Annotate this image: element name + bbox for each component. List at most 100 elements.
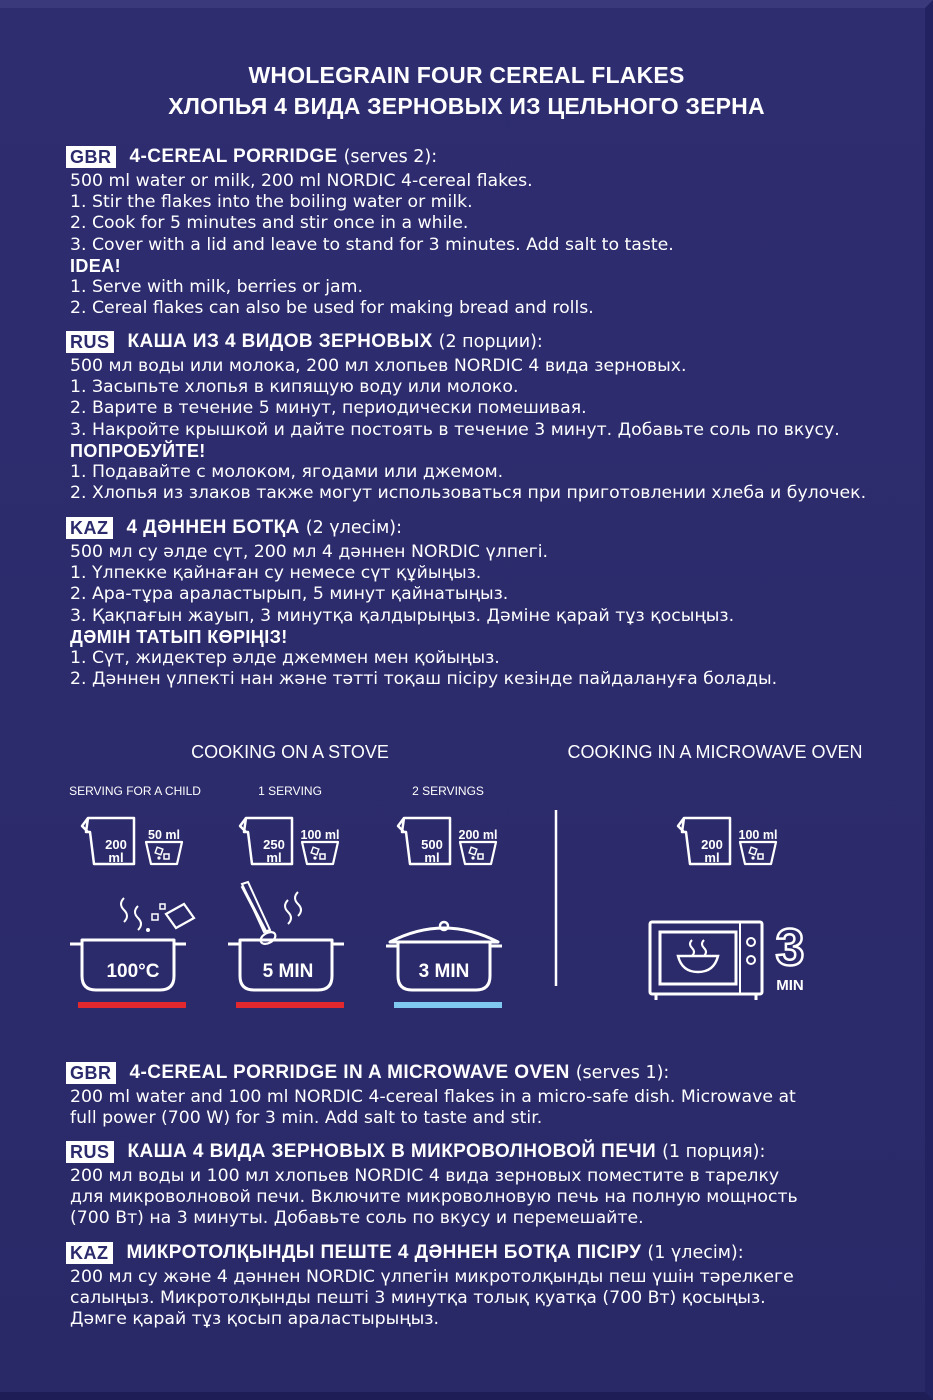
- recipe-gbr: GBR 4-CEREAL PORRIDGE (serves 2): 500 ml…: [66, 145, 896, 319]
- recipe-line: 200 мл су және 4 дәннен NORDIC үлпегін м…: [70, 1267, 794, 1287]
- step-time: 5 MIN: [263, 961, 314, 982]
- title-ru: ХЛОПЬЯ 4 ВИДА ЗЕРНОВЫХ ИЗ ЦЕЛЬНОГО ЗЕРНА: [168, 93, 765, 119]
- language-tag: RUS: [66, 1141, 114, 1163]
- jug-icon: 250 ml: [238, 816, 294, 866]
- recipe-line: Дәмге қарай тұз қосып араластырыңыз.: [70, 1309, 439, 1330]
- jug-volume: 200: [701, 837, 723, 852]
- pour-flakes-icon: [120, 897, 196, 932]
- flakes-cup-icon: [300, 840, 340, 866]
- language-tag: KAZ: [66, 1242, 113, 1264]
- recipe-heading: 4-CEREAL PORRIDGE IN A MICROWAVE OVEN: [129, 1062, 570, 1083]
- flakes-amount: 50 ml: [148, 828, 180, 842]
- idea-line: 2. Дәннен үлпекті нан және тәтті тоқаш п…: [70, 669, 778, 690]
- jug-icon: 500 ml: [396, 816, 452, 866]
- flakes-cup-icon: [738, 840, 778, 866]
- heat-bar-high: [236, 1002, 344, 1008]
- step-temperature: 100°C: [106, 961, 159, 982]
- step-time: 3 MIN: [419, 961, 470, 982]
- recipe-serves: (2 порции):: [438, 332, 543, 352]
- flakes-cup-icon: [144, 840, 184, 866]
- recipe-line: 1. Stir the flakes into the boiling wate…: [70, 192, 473, 213]
- serving-label-1: 1 SERVING: [258, 784, 322, 798]
- microwave-recipe-gbr: GBR 4-CEREAL PORRIDGE IN A MICROWAVE OVE…: [66, 1061, 896, 1129]
- jug-volume: 500: [421, 837, 443, 852]
- microwave-time-unit: MIN: [776, 977, 804, 994]
- jug-volume: 200: [105, 837, 127, 852]
- recipe-heading: 4 ДӘННЕН БОТҚА: [126, 517, 300, 538]
- idea-line: 2. Cereal flakes can also be used for ma…: [70, 298, 594, 319]
- recipe-line: 1. Засыпьте хлопья в кипящую воду или мо…: [70, 377, 519, 398]
- flakes-amount: 100 ml: [301, 828, 340, 842]
- recipe-header: GBR 4-CEREAL PORRIDGE (serves 2):: [66, 145, 896, 169]
- recipe-heading: КАША 4 ВИДА ЗЕРНОВЫХ В МИКРОВОЛНОВОЙ ПЕЧ…: [127, 1141, 657, 1162]
- heat-bar-high: [78, 1002, 186, 1008]
- language-tag: GBR: [66, 146, 116, 168]
- idea-line: 1. Подавайте с молоком, ягодами или джем…: [70, 461, 504, 482]
- pot-icon: [386, 940, 502, 992]
- recipe-line: 2. Ара-тұра араластырып, 5 минут қайнаты…: [70, 584, 509, 605]
- idea-line: 1. Сүт, жидектер әлде джеммен мен қойыңы…: [70, 647, 500, 668]
- recipe-header: RUS КАША ИЗ 4 ВИДОВ ЗЕРНОВЫХ (2 порции):: [66, 330, 896, 354]
- jug-unit: ml: [108, 850, 123, 865]
- recipe-line: 2. Варите в течение 5 минут, периодическ…: [70, 398, 587, 419]
- recipe-serves: (2 үлесім):: [305, 518, 403, 538]
- microwave-title: COOKING IN A MICROWAVE OVEN: [567, 742, 863, 762]
- recipe-line: 3. Накройте крышкой и дайте постоять в т…: [70, 419, 840, 440]
- recipe-heading: МИКРОТОЛҚЫНДЫ ПЕШТЕ 4 ДӘННЕН БОТҚА ПІСІР…: [126, 1242, 642, 1263]
- recipe-header: RUS КАША 4 ВИДА ЗЕРНОВЫХ В МИКРОВОЛНОВОЙ…: [66, 1140, 896, 1164]
- idea-line: 2. Хлопья из злаков также могут использо…: [70, 483, 867, 504]
- recipe-line: 500 ml water or milk, 200 ml NORDIC 4-ce…: [70, 171, 533, 191]
- microwave-time-number: 3: [776, 919, 805, 977]
- recipe-line: для микроволновой печи. Включите микрово…: [70, 1187, 798, 1208]
- flakes-amount: 200 ml: [459, 828, 498, 842]
- language-tag: RUS: [66, 331, 114, 353]
- recipe-serves: (1 порция):: [662, 1142, 766, 1162]
- recipe-header: KAZ 4 ДӘННЕН БОТҚА (2 үлесім):: [66, 516, 896, 540]
- recipe-line: салыңыз. Микротолқынды пешті 3 минутқа т…: [70, 1288, 766, 1309]
- idea-title: ПОПРОБУЙТЕ!: [70, 440, 206, 461]
- recipe-line: 200 мл воды и 100 мл хлопьев NORDIC 4 ви…: [70, 1166, 780, 1186]
- recipe-serves: (1 үлесім):: [647, 1243, 744, 1263]
- recipe-line: 500 мл воды или молока, 200 мл хлопьев N…: [70, 356, 687, 376]
- title-en: WHOLEGRAIN FOUR CEREAL FLAKES: [248, 62, 685, 88]
- recipe-line: 2. Cook for 5 minutes and stir once in a…: [70, 213, 469, 234]
- recipe-serves: (serves 1):: [575, 1063, 670, 1083]
- jug-unit: ml: [266, 850, 281, 865]
- flakes-amount: 100 ml: [739, 828, 778, 842]
- recipe-line: 3. Қақпағын жауып, 3 минутқа қалдырыңыз.…: [70, 605, 735, 626]
- recipe-heading: 4-CEREAL PORRIDGE: [129, 146, 338, 167]
- flakes-cup-icon: [458, 840, 498, 866]
- language-tag: GBR: [66, 1062, 116, 1084]
- serving-label-child: SERVING FOR A CHILD: [69, 784, 201, 798]
- recipe-line: 3. Cover with a lid and leave to stand f…: [70, 234, 674, 255]
- serving-label-2: 2 SERVINGS: [412, 784, 484, 798]
- language-tag: KAZ: [66, 517, 113, 539]
- heat-bar-low: [394, 1002, 502, 1008]
- recipe-line: 1. Үлпекке қайнаған су немесе сүт құйыңы…: [70, 563, 482, 584]
- microwave-recipe-rus: RUS КАША 4 ВИДА ЗЕРНОВЫХ В МИКРОВОЛНОВОЙ…: [66, 1140, 896, 1230]
- recipe-kaz: KAZ 4 ДӘННЕН БОТҚА (2 үлесім): 500 мл су…: [66, 516, 896, 690]
- idea-line: 1. Serve with milk, berries or jam.: [70, 276, 363, 297]
- recipe-rus: RUS КАША ИЗ 4 ВИДОВ ЗЕРНОВЫХ (2 порции):…: [66, 330, 896, 504]
- recipe-line: 200 ml water and 100 ml NORDIC 4-cereal …: [70, 1087, 796, 1107]
- microwave-icon: [648, 920, 764, 1000]
- stove-title: COOKING ON A STOVE: [191, 742, 389, 762]
- recipe-heading: КАША ИЗ 4 ВИДОВ ЗЕРНОВЫХ: [127, 331, 433, 352]
- jug-volume: 250: [263, 837, 285, 852]
- jug-unit: ml: [704, 850, 719, 865]
- recipe-header: GBR 4-CEREAL PORRIDGE IN A MICROWAVE OVE…: [66, 1061, 896, 1085]
- jug-icon: 200 ml: [80, 816, 136, 866]
- lid-icon: [388, 920, 500, 944]
- jug-icon: 200 ml: [676, 816, 732, 866]
- recipe-header: KAZ МИКРОТОЛҚЫНДЫ ПЕШТЕ 4 ДӘННЕН БОТҚА П…: [66, 1241, 896, 1265]
- recipe-line: 500 мл су әлде сүт, 200 мл 4 дәннен NORD…: [70, 542, 549, 562]
- stir-spoon-icon: [240, 880, 302, 945]
- microwave-recipe-kaz: KAZ МИКРОТОЛҚЫНДЫ ПЕШТЕ 4 ДӘННЕН БОТҚА П…: [66, 1241, 896, 1331]
- recipe-line: full power (700 W) for 3 min. Add salt t…: [70, 1108, 543, 1129]
- recipe-line: (700 Вт) на 3 минуты. Добавьте соль по в…: [70, 1208, 644, 1229]
- cooking-diagram: 200 ml 50 ml 100°C 250 ml 100 ml 5 MIN 5…: [68, 810, 806, 1008]
- idea-title: ДӘМІН ТАТЫП КӨРІҢІЗ!: [70, 626, 288, 647]
- idea-title: IDEA!: [70, 255, 121, 276]
- jug-unit: ml: [424, 850, 439, 865]
